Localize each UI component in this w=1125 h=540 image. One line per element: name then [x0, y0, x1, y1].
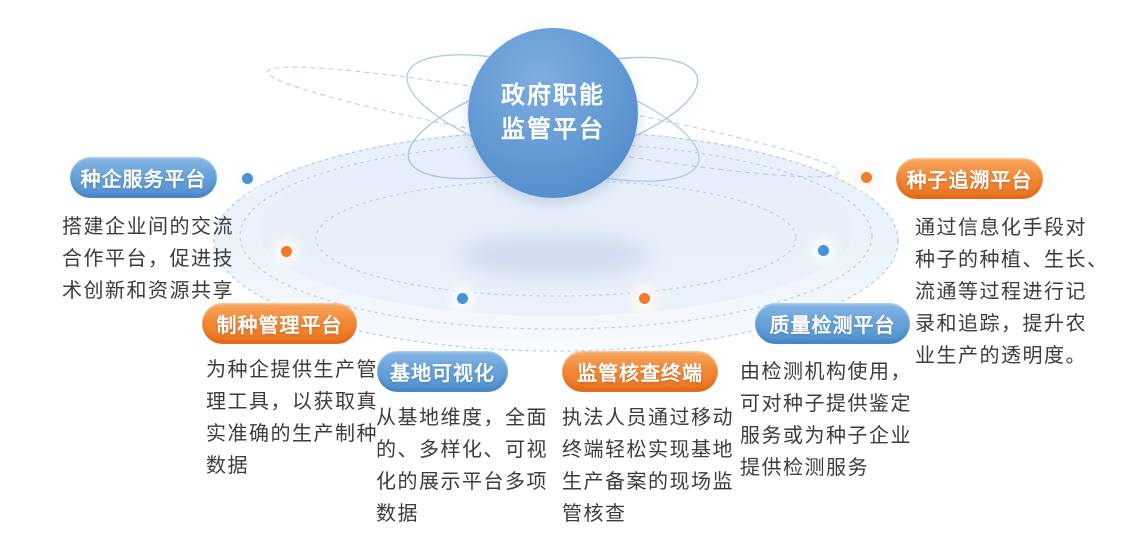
orbit-dot-supervision-terminal: [639, 293, 650, 304]
center-sphere-government-supervision-platform: 政府职能 监管平台: [468, 28, 638, 198]
orbit-dot-seed-production-management: [281, 246, 292, 257]
orbit-dot-base-visualization: [457, 293, 468, 304]
description-seed-traceability: 通过信息化手段对 种子的种植、生长、 流通等过程进行记 录和追踪，提升农 业生产…: [915, 217, 1109, 367]
pill-supervision-inspection-terminal: 监管核查终端: [562, 351, 718, 392]
orbit-dot-seed-traceability: [861, 172, 872, 183]
pill-base-visualization: 基地可视化: [377, 351, 508, 392]
description-quality-testing: 由检测机构使用， 可对种子提供鉴定 服务或为种子企业 提供检测服务: [740, 361, 912, 479]
pill-seed-traceability-platform: 种子追溯平台: [896, 158, 1043, 199]
orbit-ring-inner: [315, 179, 797, 297]
description-supervision-terminal: 执法人员通过移动 终端轻松实现基地 生产备案的现场监 管核查: [562, 407, 734, 525]
orbit-disk-inner: [258, 144, 854, 316]
sphere-shadow: [458, 233, 652, 279]
pill-seed-enterprise-service-platform: 种企服务平台: [70, 157, 217, 198]
description-seed-production-management: 为种企提供生产管 理工具，以获取真 实准确的生产制种 数据: [206, 359, 378, 477]
pill-quality-testing-platform: 质量检测平台: [755, 303, 910, 344]
orbit-dot-quality-testing: [818, 245, 829, 256]
pill-seed-production-management-platform: 制种管理平台: [202, 303, 357, 344]
orbit-dot-seed-enterprise-service: [242, 173, 253, 184]
description-base-visualization: 从基地维度，全面 的、多样化、可视 化的展示平台多项 数据: [376, 407, 548, 525]
description-seed-enterprise-service: 搭建企业间的交流 合作平台，促进技 术创新和资源共享: [62, 216, 234, 302]
